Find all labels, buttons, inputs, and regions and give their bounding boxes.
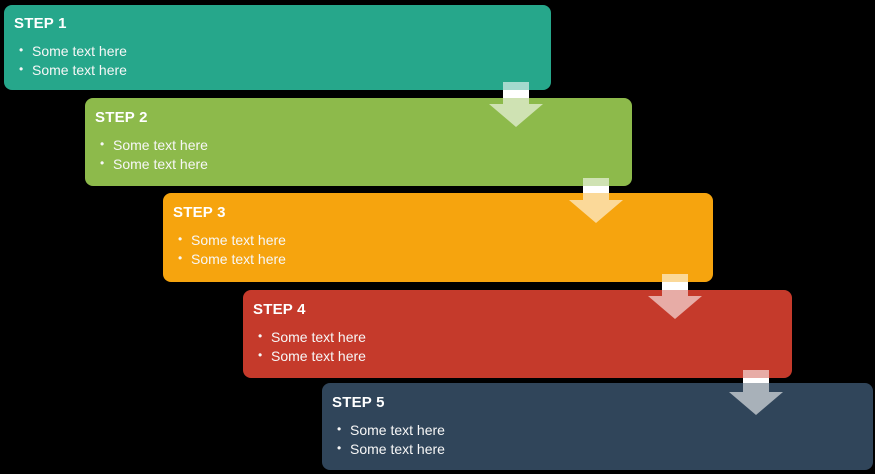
bullet-item: Some text here: [253, 346, 778, 366]
step-1-bullet-list: Some text here Some text here: [14, 41, 537, 80]
step-2-card: STEP 2 Some text here Some text here: [85, 98, 632, 186]
step-2-title: STEP 2: [95, 109, 148, 126]
bullet-item: Some text here: [332, 420, 859, 440]
bullet-item: Some text here: [253, 327, 778, 347]
step-5-card: STEP 5 Some text here Some text here: [322, 383, 873, 470]
bullet-item: Some text here: [95, 135, 618, 155]
bullet-item: Some text here: [173, 230, 699, 250]
step-4-bullet-list: Some text here Some text here: [253, 327, 778, 366]
step-4-title: STEP 4: [253, 301, 306, 318]
step-4-card: STEP 4 Some text here Some text here: [243, 290, 792, 378]
bullet-item: Some text here: [332, 439, 859, 459]
step-5-title: STEP 5: [332, 394, 385, 411]
bullet-item: Some text here: [14, 41, 537, 61]
step-1-title: STEP 1: [14, 15, 67, 32]
bullet-item: Some text here: [14, 60, 537, 80]
step-2-bullet-list: Some text here Some text here: [95, 135, 618, 174]
step-5-bullet-list: Some text here Some text here: [332, 420, 859, 459]
step-1-card: STEP 1 Some text here Some text here: [4, 5, 551, 90]
bullet-item: Some text here: [95, 154, 618, 174]
step-3-title: STEP 3: [173, 204, 226, 221]
bullet-item: Some text here: [173, 249, 699, 269]
step-3-card: STEP 3 Some text here Some text here: [163, 193, 713, 282]
step-3-bullet-list: Some text here Some text here: [173, 230, 699, 269]
